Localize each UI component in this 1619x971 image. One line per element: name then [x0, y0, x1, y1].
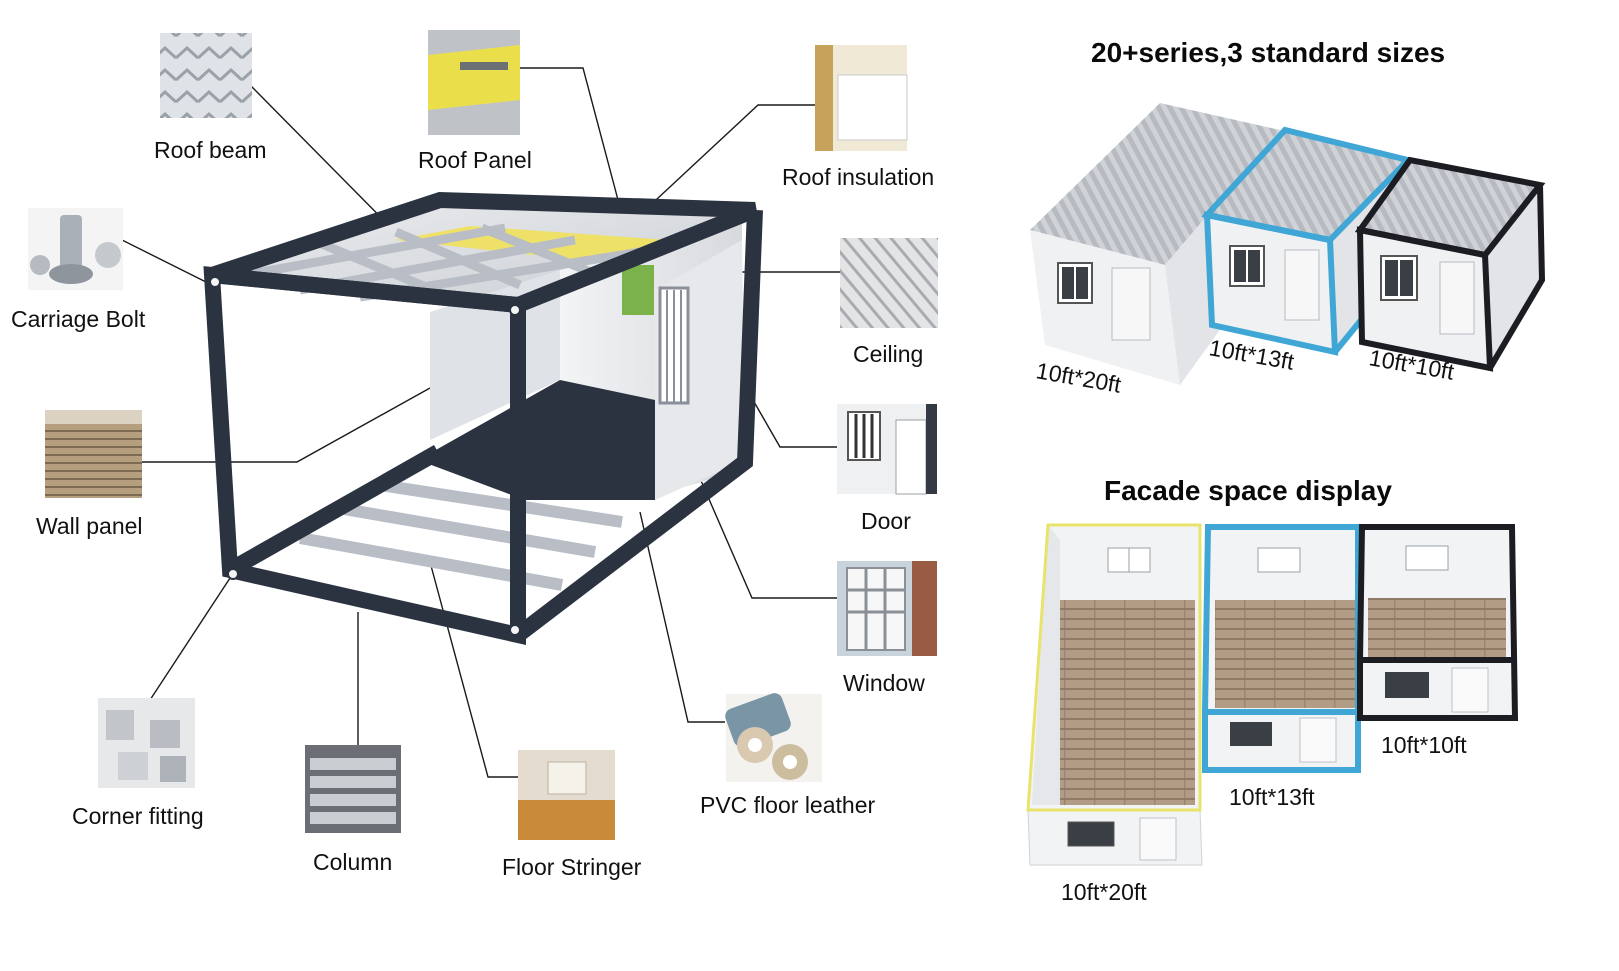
label-wall-panel: Wall panel — [36, 513, 143, 539]
label-floor-stringer: Floor Stringer — [502, 854, 642, 880]
wall-panel-photo — [45, 410, 142, 498]
interior-wall — [430, 270, 560, 440]
ceiling-photo — [840, 238, 938, 328]
facade-size-13ft: 10ft*13ft — [1229, 784, 1315, 810]
label-roof-beam: Roof beam — [154, 137, 267, 163]
roof-beam-photo — [160, 33, 252, 118]
series-unit-10ft — [1354, 156, 1546, 372]
pvc-floor-leather-photo — [725, 693, 822, 782]
window-photo — [837, 561, 937, 656]
facade-size-10ft: 10ft*10ft — [1381, 732, 1467, 758]
corner-fitting-photo — [98, 698, 195, 788]
container-frame-exploded — [203, 191, 763, 646]
pvc-floor — [418, 380, 655, 500]
facade-size-20ft: 10ft*20ft — [1061, 879, 1147, 905]
label-door: Door — [861, 508, 911, 534]
series-title: 20+series,3 standard sizes — [1091, 37, 1445, 68]
label-roof-insulation: Roof insulation — [782, 164, 934, 190]
facade-room-20ft — [1026, 523, 1203, 866]
facade-room-13ft — [1202, 524, 1361, 773]
label-ceiling: Ceiling — [853, 341, 923, 367]
label-corner-fitting: Corner fitting — [72, 803, 204, 829]
roof-panel-photo — [428, 30, 520, 135]
label-column: Column — [313, 849, 392, 875]
facade-title: Facade space display — [1104, 475, 1392, 506]
door-photo — [837, 404, 937, 495]
floor-stringer-photo — [518, 750, 615, 840]
label-roof-panel: Roof Panel — [418, 147, 532, 173]
green-window-grille — [622, 265, 654, 315]
label-window: Window — [843, 670, 925, 696]
roof-insulation-photo — [815, 45, 908, 151]
carriage-bolt-photo — [28, 208, 123, 290]
label-pvc-floor-leather: PVC floor leather — [700, 792, 875, 818]
column-photo — [305, 745, 401, 833]
facade-room-10ft — [1357, 524, 1519, 721]
label-carriage-bolt: Carriage Bolt — [11, 306, 146, 332]
